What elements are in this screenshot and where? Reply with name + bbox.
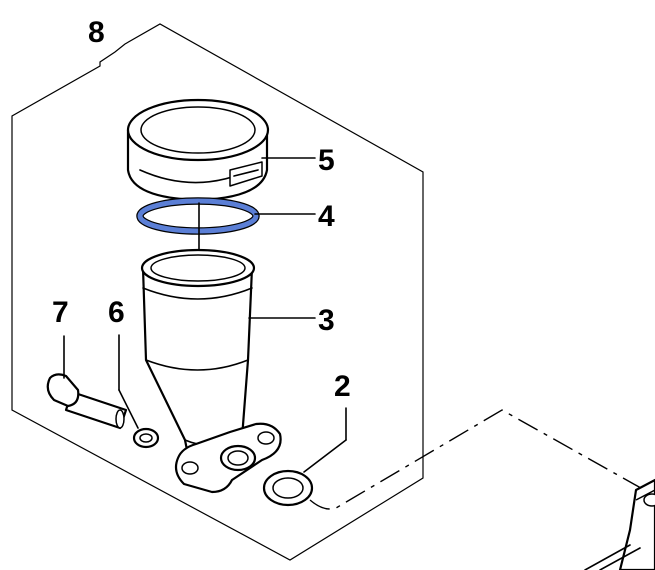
mating-component xyxy=(584,478,655,570)
callout-6: 6 xyxy=(108,296,125,329)
mounting-flange xyxy=(174,422,282,494)
callout-7: 7 xyxy=(52,296,69,329)
callout-4: 4 xyxy=(318,200,335,233)
callout-2: 2 xyxy=(334,370,351,403)
part-5-reservoir-cap xyxy=(126,98,270,202)
part-3-reservoir-cup xyxy=(140,248,256,457)
part-4-seal-ring xyxy=(136,197,260,235)
connection-centerline xyxy=(309,409,649,510)
callout-5: 5 xyxy=(318,144,335,177)
part-2-o-ring xyxy=(262,469,314,507)
kit-boundary-outline xyxy=(11,23,424,561)
part-6-washer xyxy=(132,427,160,449)
callout-3: 3 xyxy=(318,304,335,337)
leader-6b xyxy=(118,389,139,429)
leader-2b xyxy=(303,439,347,473)
part-7-bolt xyxy=(46,373,128,430)
callout-8: 8 xyxy=(88,16,105,49)
